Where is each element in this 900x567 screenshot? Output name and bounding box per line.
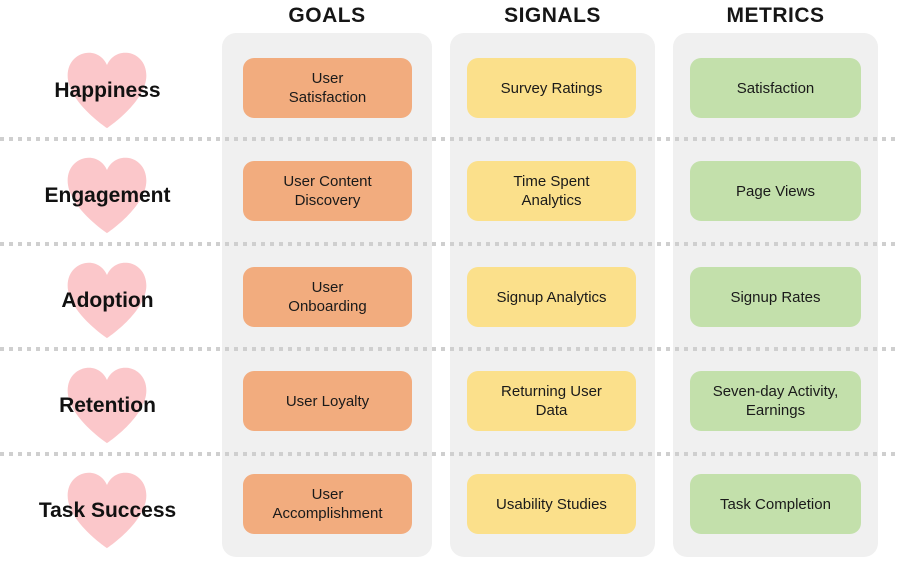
goal-card-line1: User Loyalty <box>285 392 370 410</box>
signal-card-task-success[interactable]: Usability Studies <box>467 474 636 534</box>
metric-card-line1: Seven-day Activity, <box>712 383 839 400</box>
signal-card-line1: Time Spent <box>513 173 590 190</box>
signal-card-adoption[interactable]: Signup Analytics <box>467 267 636 327</box>
row-label-adoption: Adoption <box>0 248 215 353</box>
signal-card-line1: Survey Ratings <box>500 79 603 97</box>
goal-card-line1: User <box>311 279 344 296</box>
signal-card-retention[interactable]: Returning User Data <box>467 371 636 431</box>
signal-card-line2: Analytics <box>521 192 582 209</box>
goal-card-line1: User <box>311 486 344 503</box>
column-header-metrics: METRICS <box>726 4 825 27</box>
row-separator-3 <box>0 347 900 351</box>
column-header-signals: SIGNALS <box>504 4 601 27</box>
metric-card-line2: Earnings <box>745 402 806 419</box>
goal-card-line2: Satisfaction <box>288 89 367 106</box>
signal-card-line2: Data <box>535 402 568 419</box>
metric-card-line1: Signup Rates <box>730 288 821 306</box>
row-label-text: Task Success <box>38 498 177 522</box>
row-label-text: Engagement <box>44 183 171 207</box>
row-separator-2 <box>0 242 900 246</box>
row-label-retention: Retention <box>0 353 215 458</box>
metric-card-line1: Task Completion <box>720 495 831 513</box>
metric-card-adoption[interactable]: Signup Rates <box>690 267 861 327</box>
goal-card-line1: User Content <box>283 173 372 190</box>
column-header-goals: GOALS <box>288 4 366 27</box>
goal-card-engagement[interactable]: User Content Discovery <box>243 161 412 221</box>
signal-card-engagement[interactable]: Time Spent Analytics <box>467 161 636 221</box>
metric-card-happiness[interactable]: Satisfaction <box>690 58 861 118</box>
row-label-task-success: Task Success <box>0 458 215 563</box>
goal-card-adoption[interactable]: User Onboarding <box>243 267 412 327</box>
row-label-happiness: Happiness <box>0 38 215 143</box>
row-separator-4 <box>0 452 900 456</box>
row-label-text: Adoption <box>61 288 154 312</box>
row-label-text: Happiness <box>54 78 161 102</box>
metric-card-line1: Satisfaction <box>736 79 815 97</box>
row-label-engagement: Engagement <box>0 143 215 248</box>
row-separator-1 <box>0 137 900 141</box>
metric-card-engagement[interactable]: Page Views <box>690 161 861 221</box>
signal-card-happiness[interactable]: Survey Ratings <box>467 58 636 118</box>
goal-card-line2: Onboarding <box>288 298 367 315</box>
goal-card-line1: User <box>311 70 344 87</box>
metric-card-retention[interactable]: Seven-day Activity, Earnings <box>690 371 861 431</box>
goal-card-line2: Accomplishment <box>272 505 383 522</box>
signal-card-line1: Usability Studies <box>496 495 607 513</box>
goal-card-happiness[interactable]: User Satisfaction <box>243 58 412 118</box>
metric-card-line1: Page Views <box>736 182 815 200</box>
metric-card-task-success[interactable]: Task Completion <box>690 474 861 534</box>
signal-card-line1: Returning User <box>501 383 602 400</box>
row-label-text: Retention <box>59 393 156 417</box>
goal-card-line2: Discovery <box>294 192 361 209</box>
goal-card-retention[interactable]: User Loyalty <box>243 371 412 431</box>
signal-card-line1: Signup Analytics <box>496 288 607 306</box>
goal-card-task-success[interactable]: User Accomplishment <box>243 474 412 534</box>
